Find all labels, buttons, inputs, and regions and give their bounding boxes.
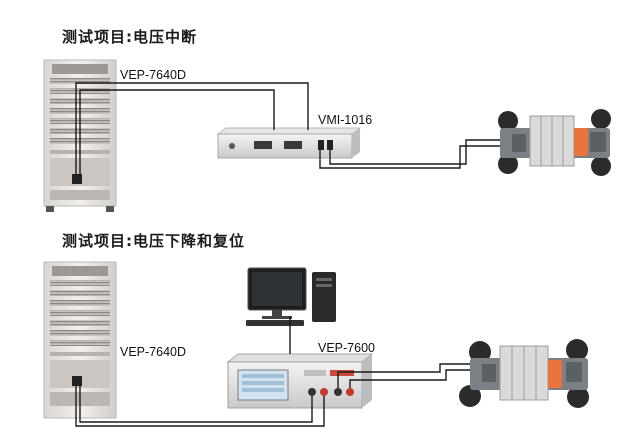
section2-title: 测试项目:电压下降和复位 (62, 232, 245, 250)
power-supply-label-1: VEP-7640D (120, 68, 187, 82)
vmi-1016-unit (216, 127, 362, 159)
ev-chassis-2 (459, 339, 589, 408)
section1-title: 测试项目:电压中断 (62, 28, 197, 46)
interrupter-label: VMI-1016 (318, 113, 373, 127)
vep-7600-controller (226, 353, 374, 409)
ev-chassis-1 (498, 109, 611, 176)
section2-cables (75, 316, 470, 427)
desktop-computer (246, 267, 336, 326)
section1-cables (75, 82, 500, 178)
power-supply-label-2: VEP-7640D (120, 345, 187, 359)
controller-label: VEP-7600 (318, 341, 375, 355)
